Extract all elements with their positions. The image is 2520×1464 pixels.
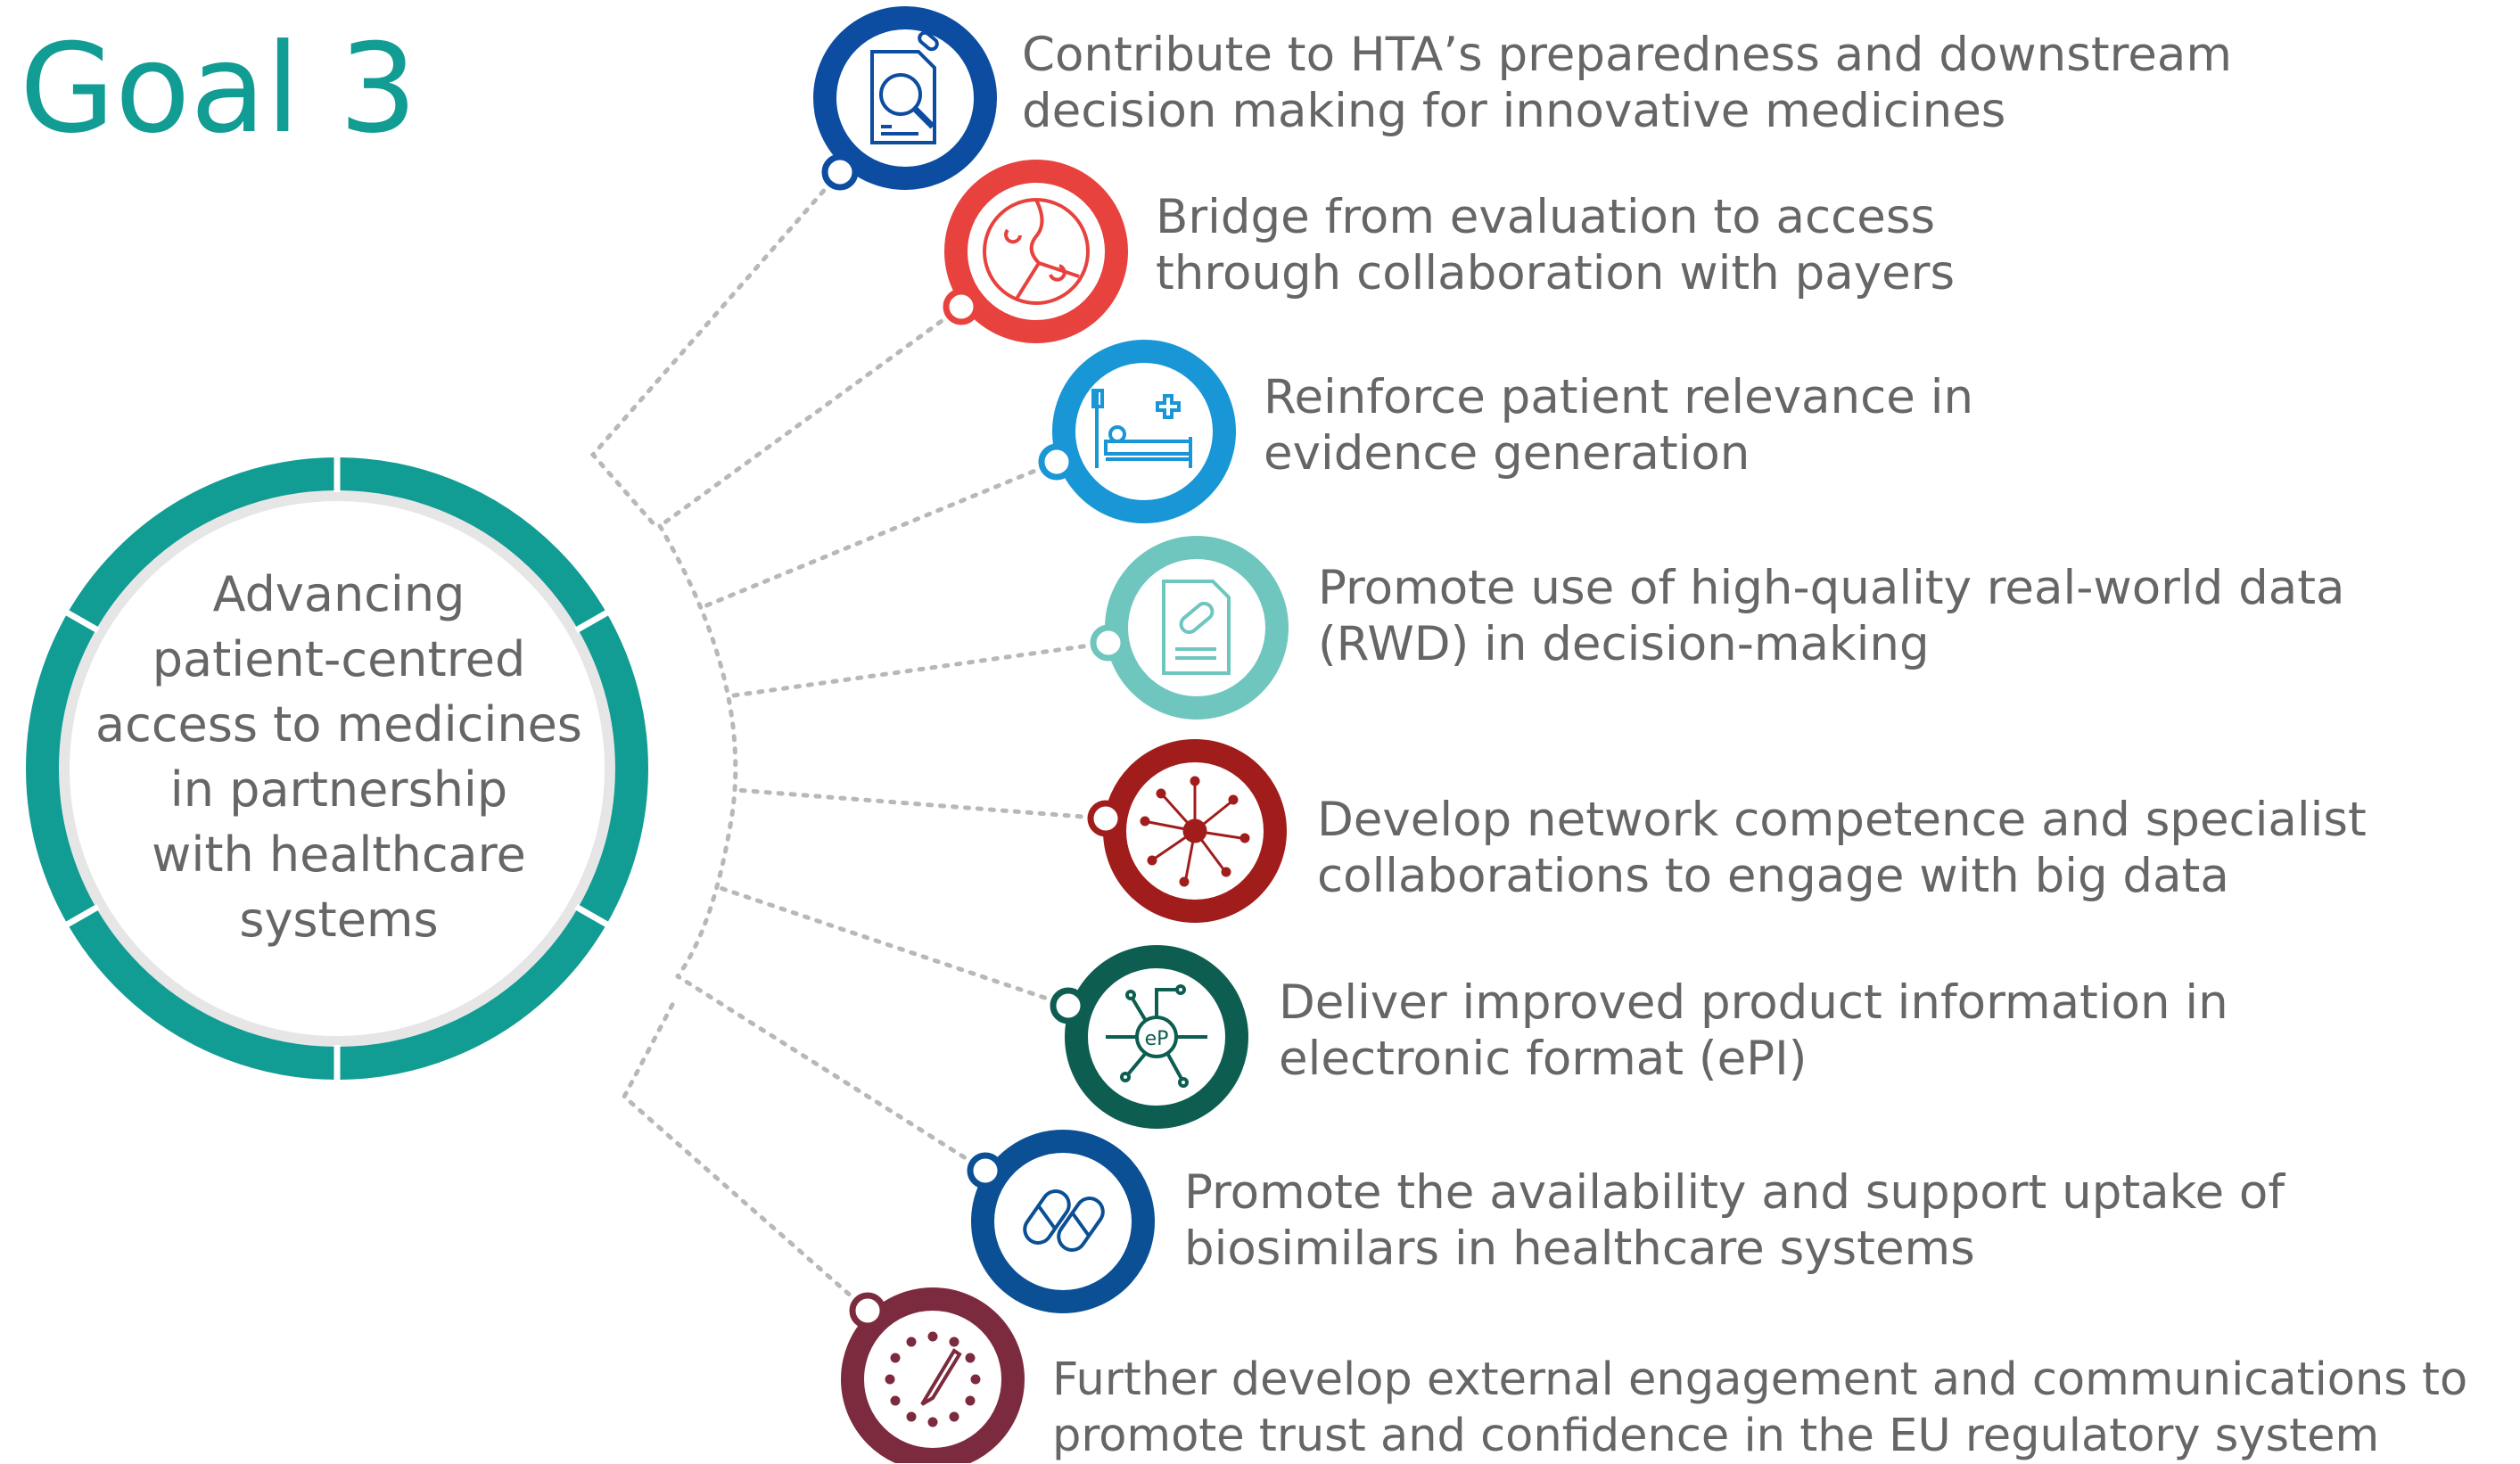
hub-ring-inner	[59, 490, 615, 1047]
connector-arc	[657, 523, 738, 979]
hub-label-line: in partnership	[169, 761, 508, 818]
goal-5-label: Develop network competence and specialis…	[1317, 792, 2367, 904]
connector-8	[621, 1000, 870, 1313]
hub-label-line: patient-centred	[152, 631, 526, 687]
goal-label-line: Promote use of high-quality real-world d…	[1318, 561, 2345, 615]
svg-text:eP: eP	[1145, 1028, 1169, 1050]
goal-label-line: Further develop external engagement and …	[1052, 1353, 2468, 1406]
goal-label-line: Bridge from evaluation to access	[1156, 190, 1936, 244]
connector-5	[733, 787, 1108, 821]
connector-1	[589, 169, 843, 529]
goal-label-line: (RWD) in decision-making	[1318, 617, 1930, 671]
document-magnifier-icon	[870, 30, 939, 144]
pill-document-icon	[1162, 580, 1231, 675]
goal-label-line: biosimilars in healthcare systems	[1184, 1221, 1975, 1276]
goal-label-line: evidence generation	[1264, 426, 1750, 481]
capsules-icon	[1023, 1189, 1105, 1252]
goal-circles: eP	[813, 6, 1289, 1463]
hub-label: Advancing patient-centred access to medi…	[71, 562, 606, 952]
goal-2-label: Bridge from evaluation to access through…	[1156, 189, 1955, 301]
goal-circle-4	[1090, 536, 1289, 720]
eu-stars-pen-icon	[885, 1331, 981, 1427]
goal-label-line: through collaboration with payers	[1156, 246, 1956, 300]
goal-circle-7	[967, 1130, 1155, 1313]
goal-3-label: Reinforce patient relevance in evidence …	[1264, 369, 1973, 481]
connector-4	[731, 640, 1111, 698]
hub-label-line: Advancing	[212, 566, 465, 622]
goal-label-line: Promote the availability and support upt…	[1184, 1165, 2285, 1220]
goal-circle-3	[1038, 340, 1236, 523]
goal-1-label: Contribute to HTA’s preparedness and dow…	[1022, 27, 2232, 139]
goal-4-label: Promote use of high-quality real-world d…	[1318, 560, 2345, 672]
goal-label-line: decision making for innovative medicines	[1022, 84, 2006, 138]
connector-2	[657, 304, 964, 529]
hub-ring-segment-gaps	[65, 456, 609, 1081]
goal-label-line: promote trust and confidence in the EU r…	[1052, 1410, 2380, 1462]
goal-label-line: collaborations to engage with big data	[1317, 849, 2229, 903]
goal-label-line: Contribute to HTA’s preparedness and dow…	[1022, 28, 2232, 82]
goal-7-label: Promote the availability and support upt…	[1184, 1164, 2285, 1277]
connector-lines	[589, 169, 1111, 1313]
connector-3	[702, 459, 1059, 609]
goal-circle-5	[1087, 739, 1287, 923]
goal-circle-8	[841, 1287, 1025, 1463]
goal-label-line: electronic format (ePI)	[1279, 1032, 1808, 1086]
connector-7	[675, 974, 988, 1173]
goal-label-line: Deliver improved product information in	[1279, 975, 2228, 1030]
goal-circle-2	[943, 160, 1128, 343]
connector-6	[715, 884, 1071, 1008]
hub-label-line: access to medicines	[95, 696, 582, 753]
puzzle-circle-icon	[983, 198, 1090, 305]
circuit-epi-icon: eP	[1106, 984, 1207, 1088]
network-burst-icon	[1140, 776, 1250, 887]
goal-circle-1	[813, 6, 997, 191]
goal-8-label: Further develop external engagement and …	[1052, 1352, 2467, 1464]
page-title: Goal 3	[20, 17, 417, 160]
hub-label-line: with healthcare	[152, 827, 526, 883]
hub-label-line: systems	[239, 892, 439, 948]
hub-ring	[26, 456, 648, 1081]
hospital-bed-icon	[1091, 389, 1192, 468]
goal-circle-6: eP	[1050, 945, 1248, 1129]
goal-label-line: Reinforce patient relevance in	[1264, 370, 1974, 424]
goal-label-line: Develop network competence and specialis…	[1317, 793, 2367, 847]
goal-6-label: Deliver improved product information in …	[1279, 975, 2228, 1087]
